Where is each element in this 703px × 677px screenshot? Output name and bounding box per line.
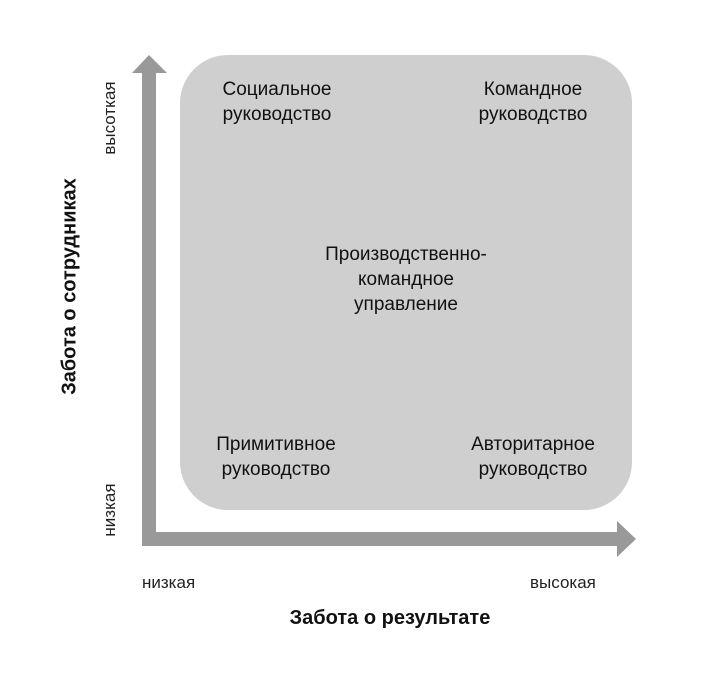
quadrant-center-line3: управление xyxy=(354,294,458,315)
x-high-label: высокая xyxy=(530,573,596,592)
y-high-label: высоткая xyxy=(100,81,119,155)
quadrant-social-line2: руководство xyxy=(222,104,332,125)
quadrant-authoritarian-line1: Авторитарное xyxy=(471,434,595,455)
quadrant-primitive-line1: Примитивное xyxy=(216,434,336,455)
quadrant-center-line2: командное xyxy=(358,269,454,290)
quadrant-team-line2: руководство xyxy=(478,104,588,125)
quadrant-center: Производственно- командное управление xyxy=(306,242,506,317)
quadrant-social-line1: Социальное xyxy=(222,79,332,100)
quadrant-team-line1: Командное xyxy=(483,79,583,100)
quadrant-primitive-line2: руководство xyxy=(221,459,331,480)
quadrant-authoritarian: Авторитарное руководство xyxy=(433,432,633,482)
y-axis-title: Забота о сотрудниках xyxy=(58,178,81,395)
styles-area-box xyxy=(180,55,632,510)
quadrant-team: Командное руководство xyxy=(433,77,633,127)
quadrant-social: Социальное руководство xyxy=(177,77,377,127)
quadrant-authoritarian-line2: руководство xyxy=(478,459,588,480)
x-axis-title: Забота о результате xyxy=(289,607,491,629)
quadrant-center-line1: Производственно- xyxy=(325,244,487,265)
y-low-label: низкая xyxy=(100,483,119,537)
quadrant-primitive: Примитивное руководство xyxy=(176,432,376,482)
x-low-label: низкая xyxy=(142,573,196,592)
